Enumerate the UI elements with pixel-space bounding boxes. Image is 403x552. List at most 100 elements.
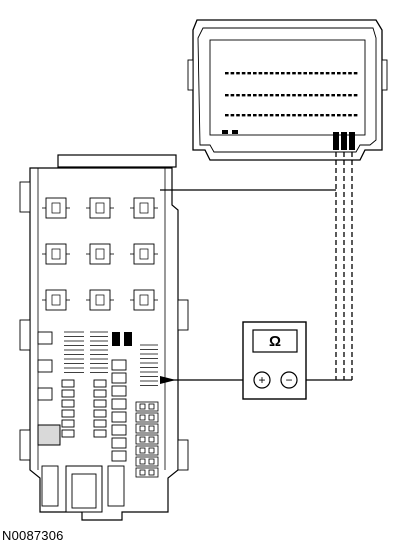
fuse bbox=[111, 424, 127, 436]
connector-pin bbox=[309, 94, 313, 97]
fuse bbox=[37, 387, 53, 401]
fuse bbox=[61, 409, 75, 418]
connector-pin bbox=[286, 72, 291, 75]
connector-pin bbox=[225, 114, 229, 117]
relay bbox=[130, 289, 158, 311]
ohmmeter: Ω + − bbox=[242, 321, 307, 400]
connector-pin bbox=[320, 114, 324, 117]
fuse-block bbox=[135, 456, 159, 467]
fuse bbox=[61, 389, 75, 398]
connector-pin bbox=[331, 94, 335, 97]
fuse bbox=[61, 429, 75, 438]
connector-pin bbox=[303, 72, 307, 75]
connector-pin bbox=[309, 72, 313, 75]
connector-pin bbox=[348, 94, 352, 97]
connector-pin bbox=[247, 72, 251, 75]
connector-pin bbox=[236, 114, 240, 117]
connector-pin bbox=[353, 72, 358, 75]
connector-pin bbox=[297, 94, 302, 97]
connector-pin bbox=[281, 94, 285, 97]
fuse bbox=[111, 398, 127, 410]
connector-pin bbox=[264, 94, 268, 97]
connector-pin bbox=[325, 72, 330, 75]
fuse-block bbox=[135, 467, 159, 478]
ohm-symbol: Ω bbox=[269, 333, 281, 350]
relay bbox=[130, 197, 158, 219]
fuse bbox=[93, 399, 107, 408]
fuse bbox=[93, 429, 107, 438]
connector-pin bbox=[275, 114, 279, 117]
fuse bbox=[111, 385, 127, 397]
connector-pin bbox=[292, 72, 296, 75]
connector-pin bbox=[258, 94, 263, 97]
connector-pin bbox=[337, 94, 341, 97]
fuse bbox=[61, 399, 75, 408]
connector-pin bbox=[269, 94, 274, 97]
connector-pin bbox=[241, 72, 246, 75]
connector-pin bbox=[286, 94, 291, 97]
connector-pin bbox=[292, 114, 296, 117]
connector-pin bbox=[230, 94, 235, 97]
connector-pin bbox=[264, 114, 268, 117]
connector-pin bbox=[320, 94, 324, 97]
connector-pin bbox=[281, 114, 285, 117]
figure-code: N0087306 bbox=[2, 528, 64, 543]
connector-pin bbox=[253, 72, 257, 75]
connector-pin bbox=[281, 72, 285, 75]
fuse bbox=[111, 372, 127, 384]
connector-pin bbox=[225, 72, 229, 75]
fuse-block bbox=[135, 445, 159, 456]
connector-pin bbox=[320, 72, 324, 75]
connector-pin bbox=[258, 72, 263, 75]
connector-pin bbox=[230, 72, 235, 75]
fuse bbox=[111, 411, 127, 423]
connector-pin bbox=[236, 94, 240, 97]
connector-pin bbox=[314, 94, 319, 97]
connector-pin bbox=[348, 72, 352, 75]
connector-pin bbox=[314, 72, 319, 75]
connector-pin bbox=[297, 114, 302, 117]
fuse-block bbox=[135, 423, 159, 434]
positive-terminal-icon bbox=[253, 371, 271, 389]
connector-pin bbox=[269, 114, 274, 117]
relay bbox=[42, 243, 70, 265]
connector-pin bbox=[353, 94, 358, 97]
fuse bbox=[111, 450, 127, 462]
relay bbox=[86, 289, 114, 311]
connector-pin bbox=[286, 114, 291, 117]
fuse bbox=[37, 359, 53, 373]
connector-pin bbox=[353, 114, 358, 117]
negative-terminal-label: − bbox=[285, 373, 292, 387]
fuse-relay-box bbox=[19, 154, 189, 521]
connector-pin bbox=[331, 114, 335, 117]
connector-pin bbox=[348, 114, 352, 117]
fuse bbox=[111, 437, 127, 449]
relay bbox=[86, 243, 114, 265]
fuse bbox=[61, 419, 75, 428]
fuse-dark bbox=[124, 332, 132, 346]
connector-pin bbox=[303, 94, 307, 97]
relay bbox=[130, 243, 158, 265]
fuse bbox=[93, 389, 107, 398]
connector-pin bbox=[253, 114, 257, 117]
connector-pin bbox=[241, 94, 246, 97]
fuse bbox=[37, 331, 53, 345]
connector-pin bbox=[337, 114, 341, 117]
fuse bbox=[111, 359, 127, 371]
fuse bbox=[61, 379, 75, 388]
fuse-block bbox=[135, 412, 159, 423]
connector-pin bbox=[230, 114, 235, 117]
connector-pin bbox=[253, 94, 257, 97]
fuse-dark bbox=[112, 332, 120, 346]
positive-terminal-label: + bbox=[258, 373, 265, 387]
connector-pin bbox=[225, 94, 229, 97]
connector-pin bbox=[342, 114, 347, 117]
negative-terminal-icon bbox=[280, 371, 298, 389]
test-leads bbox=[160, 152, 353, 381]
connector-pin bbox=[269, 72, 274, 75]
connector-pin bbox=[297, 72, 302, 75]
fuse-block bbox=[135, 434, 159, 445]
connector-pin bbox=[264, 72, 268, 75]
